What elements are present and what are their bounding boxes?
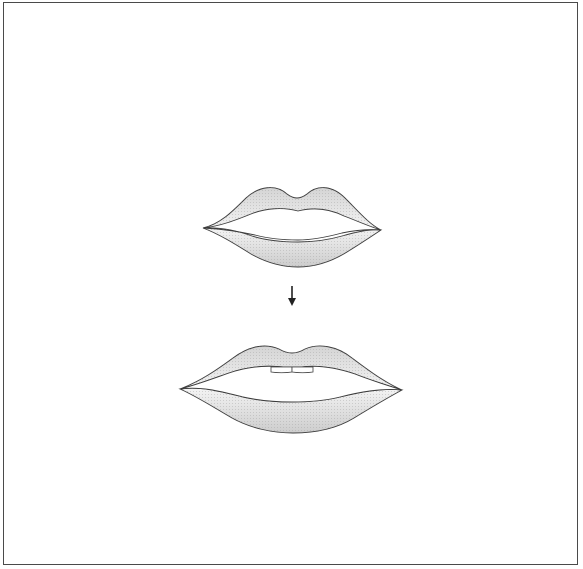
closed-lips [203, 188, 381, 267]
down-arrow [288, 286, 296, 306]
parted-lips [180, 346, 402, 433]
